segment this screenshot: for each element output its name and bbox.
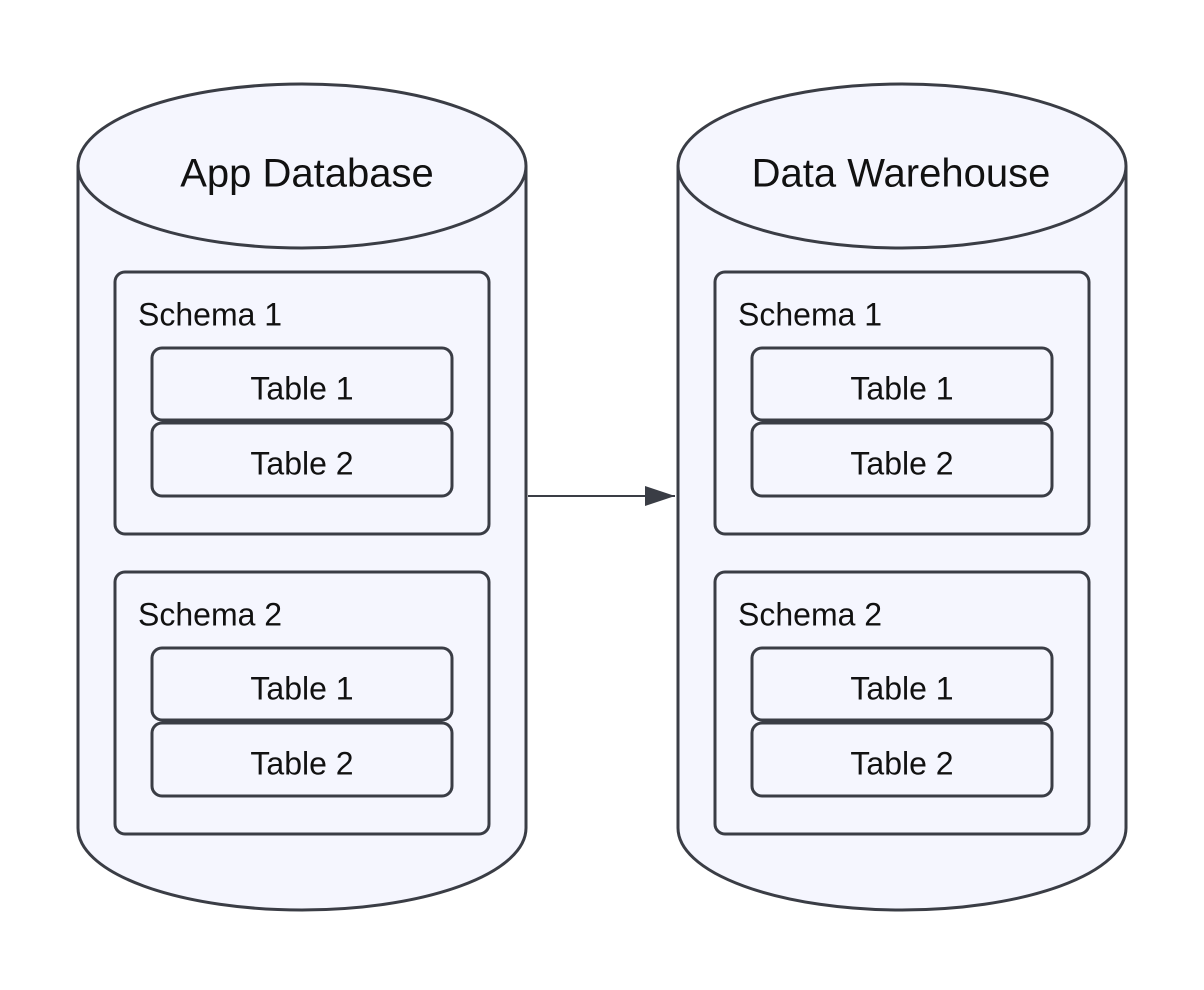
database-title: App Database xyxy=(180,152,434,196)
table-box[interactable]: Table 2 xyxy=(150,421,454,498)
database-cylinder-data-warehouse[interactable]: Data Warehouse Schema 1 Table 1 Table 2 … xyxy=(676,82,1128,912)
table-frame xyxy=(750,346,1054,422)
schema-label: Schema 2 xyxy=(138,596,282,632)
table-frame xyxy=(750,421,1054,498)
schema-box[interactable]: Schema 1 Table 1 Table 2 xyxy=(113,270,491,536)
table-box[interactable]: Table 2 xyxy=(750,721,1054,798)
table-box[interactable]: Table 1 xyxy=(750,646,1054,722)
table-label: Table 2 xyxy=(850,445,953,481)
table-frame xyxy=(750,646,1054,722)
table-frame xyxy=(150,421,454,498)
table-label: Table 2 xyxy=(850,745,953,781)
schema-label: Schema 2 xyxy=(738,596,882,632)
table-box[interactable]: Table 1 xyxy=(150,346,454,422)
table-frame xyxy=(150,646,454,722)
table-box[interactable]: Table 2 xyxy=(150,721,454,798)
table-label: Table 1 xyxy=(250,370,353,406)
table-label: Table 2 xyxy=(250,445,353,481)
table-box[interactable]: Table 2 xyxy=(750,421,1054,498)
table-box[interactable]: Table 1 xyxy=(750,346,1054,422)
table-frame xyxy=(150,346,454,422)
database-cylinder-app-database[interactable]: App Database Schema 1 Table 1 Table 2 Sc… xyxy=(76,82,528,912)
schema-box[interactable]: Schema 1 Table 1 Table 2 xyxy=(713,270,1091,536)
table-label: Table 1 xyxy=(850,370,953,406)
table-box[interactable]: Table 1 xyxy=(150,646,454,722)
cylinder-top xyxy=(76,82,528,250)
table-frame xyxy=(150,721,454,798)
database-title: Data Warehouse xyxy=(752,152,1051,196)
schema-label: Schema 1 xyxy=(738,296,882,332)
table-label: Table 2 xyxy=(250,745,353,781)
schema-label: Schema 1 xyxy=(138,296,282,332)
table-frame xyxy=(750,721,1054,798)
schema-box[interactable]: Schema 2 Table 1 Table 2 xyxy=(113,570,491,836)
table-label: Table 1 xyxy=(850,670,953,706)
schema-box[interactable]: Schema 2 Table 1 Table 2 xyxy=(713,570,1091,836)
table-label: Table 1 xyxy=(250,670,353,706)
cylinder-top xyxy=(676,82,1128,250)
